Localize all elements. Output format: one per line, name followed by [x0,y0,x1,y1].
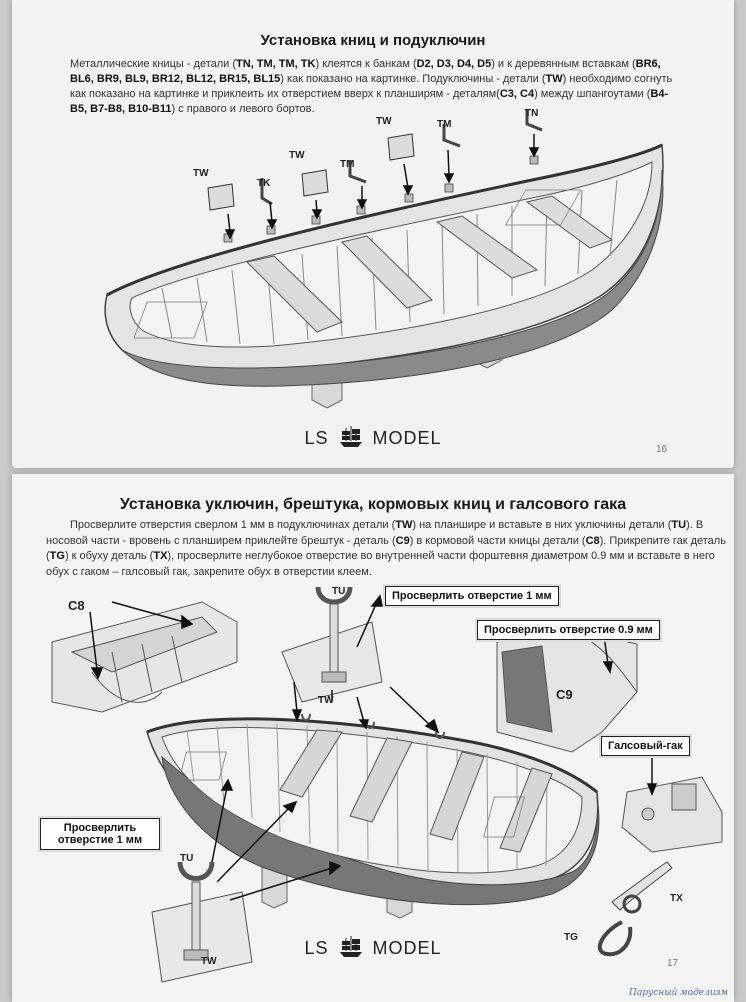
part-code: C8 [585,534,600,547]
bow-detail [496,629,638,753]
text-run: ), просверлите неглубокое отверстие во в… [46,550,715,578]
part-codes: D2, D3, D4, D5 [416,58,492,70]
ls-model-logo: LS MODEL [12,426,734,449]
main-boat [146,713,600,919]
text-run: ) и к деревянным вставкам ( [491,58,636,70]
text-run: ) к обуху деталь ( [64,550,154,562]
callout-drill-0-9mm: Просверлить отверстие 0.9 мм [477,620,660,640]
page-title: Установка книц и подуключин [260,32,486,49]
part-codes: TN, TM, TM, TK [236,58,316,70]
part-label-tx: TX [670,893,683,904]
logo-text-right: MODEL [372,938,442,958]
text-run: ) между шпангоутами ( [534,88,651,100]
part-label-tu: TU [180,853,194,864]
page-number: 16 [656,444,668,455]
callout-line-2: отверстие 1 мм [57,834,143,846]
part-code: TU [671,519,687,531]
text-run: ) необходимо согнуть как показано на кар… [70,73,673,100]
assembly-illustration [51,586,723,983]
instructions-text: Металлические кницы - детали (TN, TM, TM… [70,57,682,117]
text-run: ) клеятся к банкам ( [315,58,417,70]
text-run: ). В носовой части - вровень с планширем… [46,519,704,547]
callout-drill-1mm-bottom: Просверлить отверстие 1 мм [40,818,160,850]
part-code: TG [49,550,65,562]
part-label-tw: TW [376,116,392,127]
part-label-tm: TM [340,159,355,170]
logo-text-left: LS [304,938,329,958]
part-code: TX [153,550,168,562]
ship-logo-icon [339,426,362,447]
part-code: TW [395,519,413,531]
text-run: ) на планшире и вставьте в них уключины … [412,519,672,531]
stern-detail [51,601,238,713]
hook-parts [597,861,673,957]
page-number: 17 [667,958,679,969]
oarlock-detail-bottom [151,861,253,983]
part-codes: TW [545,73,563,85]
part-codes: BR6, BL6, BR9, BL9, BR12, BL12, BR15, BL… [70,58,661,85]
part-label-tu: TU [332,586,346,597]
part-label-c9: C9 [556,687,573,702]
page-title: Установка уключин, брештука, кормовых кн… [119,496,627,513]
boat-illustration [104,110,664,409]
part-label-tw: TW [193,168,209,179]
ship-logo-icon [339,936,362,957]
text-run: Просверлите отверстия сверлом 1 мм в под… [70,519,396,531]
part-label-tm: TM [437,119,452,130]
text-run: ). Прикрепите гак деталь ( [46,534,726,563]
text-run: Металлические кницы - детали ( [70,58,237,70]
galsovy-gak-detail [621,776,723,853]
instructions-text: Просверлите отверстия сверлом 1 мм в под… [46,518,726,580]
part-label-tg: TG [564,932,578,943]
part-label-c8: C8 [68,598,85,613]
instruction-page-16: Установка книц и подуключин Металлически… [12,0,734,468]
part-codes: B4-B5, B7-B8, B10-B11 [70,88,669,115]
ls-model-logo: LS MODEL [12,936,734,959]
callout-line-1: Просверлить [63,822,137,834]
instruction-page-17: Установка уключин, брештука, кормовых кн… [12,474,734,1002]
part-label-tw: TW [289,150,305,161]
part-code: C9 [395,534,410,547]
text-run: ) в кормовой части кницы детали ( [409,534,586,547]
callout-galsovy-gak: Галсовый-гак [601,736,690,756]
callout-drill-1mm: Просверлить отверстие 1 мм [385,586,559,606]
logo-text-left: LS [304,428,329,448]
part-label-tw: TW [318,695,334,706]
part-label-tn: TN [525,108,539,119]
text-run: ) с правого и левого бортов. [171,103,315,115]
part-label-tk: TK [257,178,271,189]
text-run: ) как показано на картинке. Подуключины … [280,73,546,85]
oarlock-detail-top [281,586,383,703]
logo-text-right: MODEL [372,428,442,448]
part-codes: C3, C4 [499,88,535,100]
part-label-tw: TW [201,956,217,967]
watermark: Парусный моделизм [629,988,728,998]
